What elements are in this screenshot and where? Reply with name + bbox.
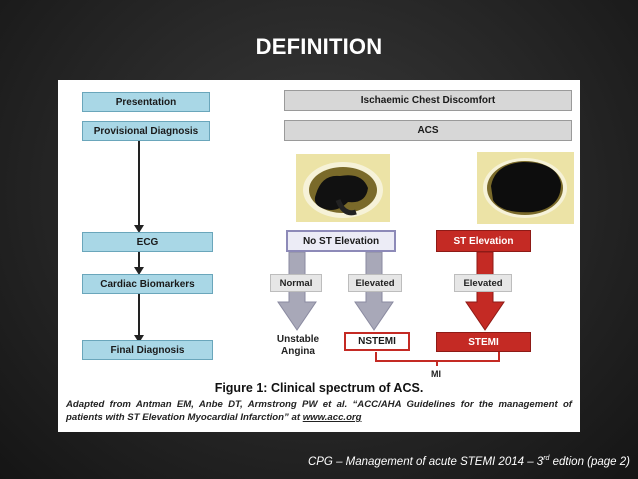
source-citation: Adapted from Antman EM, Anbe DT, Armstro… bbox=[66, 398, 572, 424]
nstemi-label: NSTEMI bbox=[358, 336, 396, 347]
mi-bracket bbox=[375, 352, 500, 366]
provisional-diagnosis-label: Provisional Diagnosis bbox=[93, 125, 199, 137]
ischaemic-chest-discomfort-label: Ischaemic Chest Discomfort bbox=[360, 95, 496, 106]
unstable-angina-line1: Unstable bbox=[276, 334, 320, 345]
presentation-box: Presentation bbox=[82, 92, 210, 112]
arrow-elevated-right bbox=[465, 252, 505, 331]
artery-photo-left bbox=[296, 154, 390, 222]
st-elevation-box: ST Elevation bbox=[436, 230, 531, 252]
no-st-elevation-label: No ST Elevation bbox=[302, 235, 380, 247]
ischaemic-chest-discomfort-box: Ischaemic Chest Discomfort bbox=[284, 90, 572, 111]
unstable-angina-line2: Angina bbox=[281, 346, 315, 357]
left-arrow-2-head bbox=[134, 267, 144, 275]
nstemi-box: NSTEMI bbox=[344, 332, 410, 351]
acs-figure: Presentation Provisional Diagnosis ECG C… bbox=[58, 80, 580, 432]
source-text: Adapted from Antman EM, Anbe DT, Armstro… bbox=[66, 399, 572, 423]
stemi-label: STEMI bbox=[468, 336, 499, 348]
figure-caption: Figure 1: Clinical spectrum of ACS. bbox=[214, 381, 424, 395]
footer-reference: CPG – Management of acute STEMI 2014 – 3… bbox=[0, 455, 630, 468]
arrow-elevated-left bbox=[354, 252, 394, 331]
mi-label: MI bbox=[431, 369, 441, 379]
left-arrow-2-shaft bbox=[138, 252, 140, 269]
left-arrow-1-head bbox=[134, 225, 144, 233]
footer-superscript: rd bbox=[543, 455, 550, 462]
ecg-label: ECG bbox=[136, 236, 159, 248]
source-link[interactable]: www.acc.org bbox=[302, 412, 362, 423]
slide-title: DEFINITION bbox=[255, 34, 383, 59]
left-arrow-3-shaft bbox=[138, 294, 140, 337]
normal-label-box: Normal bbox=[270, 274, 322, 292]
artery-photo-right bbox=[477, 152, 574, 224]
elevated-right-label-box: Elevated bbox=[454, 274, 512, 292]
elevated-left-label-box: Elevated bbox=[348, 274, 402, 292]
stemi-box: STEMI bbox=[436, 332, 531, 352]
cardiac-biomarkers-box: Cardiac Biomarkers bbox=[82, 274, 213, 294]
no-st-elevation-box: No ST Elevation bbox=[286, 230, 396, 252]
st-elevation-label: ST Elevation bbox=[453, 235, 514, 247]
footer-prefix: CPG – Management of acute STEMI 2014 – 3 bbox=[307, 455, 544, 468]
ecg-box: ECG bbox=[82, 232, 213, 252]
acs-box: ACS bbox=[284, 120, 572, 141]
final-diagnosis-label: Final Diagnosis bbox=[110, 344, 185, 356]
arrow-normal bbox=[277, 252, 317, 331]
cardiac-biomarkers-label: Cardiac Biomarkers bbox=[100, 278, 195, 290]
footer-suffix: edtion (page 2) bbox=[549, 455, 630, 468]
elevated-right-label: Elevated bbox=[463, 277, 503, 289]
unstable-angina-text: Unstable Angina bbox=[270, 334, 326, 358]
elevated-left-label: Elevated bbox=[355, 277, 395, 289]
final-diagnosis-box: Final Diagnosis bbox=[82, 340, 213, 360]
left-arrow-1-shaft bbox=[138, 141, 140, 227]
presentation-label: Presentation bbox=[115, 96, 177, 108]
provisional-diagnosis-box: Provisional Diagnosis bbox=[82, 121, 210, 141]
acs-label: ACS bbox=[417, 125, 439, 136]
normal-label: Normal bbox=[279, 277, 313, 289]
left-arrow-3-head bbox=[134, 335, 144, 343]
